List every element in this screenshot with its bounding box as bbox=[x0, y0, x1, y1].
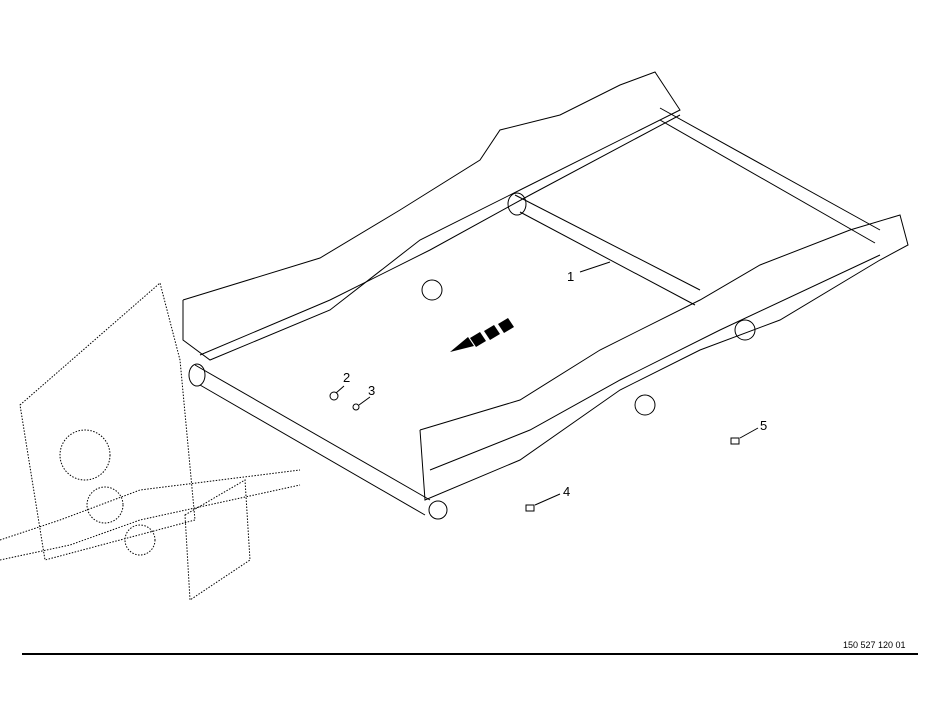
left-side-rail bbox=[182, 71, 681, 361]
callout-2: 2 bbox=[343, 370, 351, 385]
callout-5: 5 bbox=[760, 418, 768, 433]
bolt-part-4 bbox=[525, 504, 535, 512]
callout-1: 1 bbox=[567, 269, 575, 284]
rear-cross-tube bbox=[659, 107, 881, 244]
front-cross-tube bbox=[188, 363, 448, 520]
nut-part-2 bbox=[329, 391, 339, 401]
washer-part-3 bbox=[352, 403, 360, 411]
adjacent-machine-panel bbox=[0, 282, 301, 601]
callout-3: 3 bbox=[368, 383, 376, 398]
direction-arrow-icon bbox=[450, 318, 514, 352]
right-side-rail bbox=[419, 214, 909, 501]
document-number: 150 527 120 01 bbox=[843, 640, 906, 650]
middle-cross-tube bbox=[507, 192, 701, 306]
bolt-part-5 bbox=[730, 437, 740, 445]
footer-rule bbox=[22, 653, 918, 655]
callout-4: 4 bbox=[563, 484, 571, 499]
